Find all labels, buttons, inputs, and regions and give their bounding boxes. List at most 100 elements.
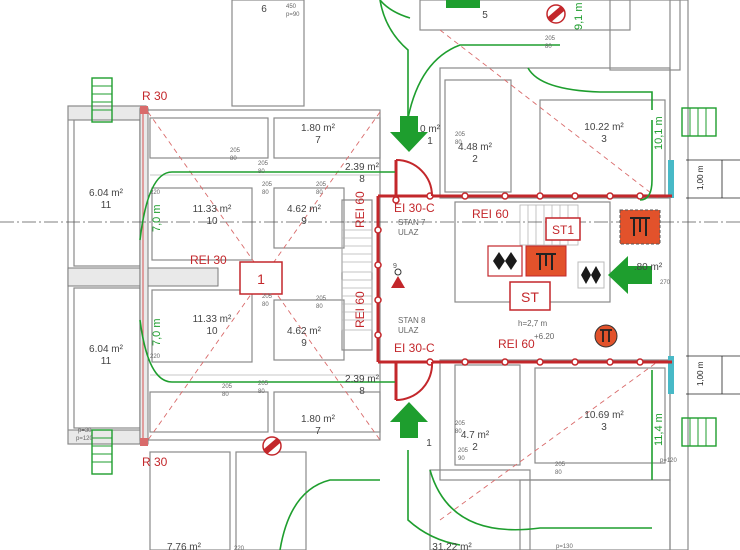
level-note: +6.20: [534, 332, 555, 341]
exterior-stair-right-top: [681, 107, 717, 137]
dimension-note: 270: [660, 280, 671, 286]
stair-box: 1: [239, 261, 283, 295]
apartment-entrance: ULAZ: [398, 228, 419, 237]
room-number: 1: [427, 136, 433, 147]
warning-triangle-icon: [391, 268, 405, 288]
room-area: 7.76 m²: [167, 542, 202, 550]
room-area: 10.69 m²: [584, 410, 624, 421]
fire-rating-label: REI 30: [190, 253, 227, 267]
hydrant-icon: [619, 209, 661, 245]
room-area: 0 m²: [420, 124, 441, 135]
fire-rating-label: REI 60: [353, 191, 367, 228]
room-area: 11.33 m²: [193, 314, 232, 325]
door-label-height: 205: [262, 182, 273, 188]
door-label-width: 80: [262, 190, 269, 196]
door-label-height: 205: [258, 381, 269, 387]
room-number: 2: [472, 442, 478, 453]
door-label-width: 80: [455, 140, 462, 146]
st-box: ST: [509, 281, 551, 311]
room-area: 2.39 m²: [345, 162, 380, 173]
door-label-height: 205: [545, 36, 556, 42]
room-number: 7: [315, 426, 321, 437]
fire-rating-label: EI 30-C: [394, 341, 435, 355]
dimension-lines: [686, 159, 740, 395]
room-number: 3: [601, 134, 607, 145]
room-area: 1.80 m²: [301, 414, 336, 425]
room-area: 10.22 m²: [584, 122, 624, 133]
exterior-stair-top-left: [91, 77, 113, 123]
door-label-width: 80: [262, 302, 269, 308]
room-area: 1.80 m²: [301, 123, 336, 134]
walls: [67, 0, 717, 550]
dimension-label: 1,00 m: [696, 165, 705, 190]
room-number: 5: [482, 10, 488, 21]
room-number: 8: [359, 386, 365, 397]
dimension-note: 220: [150, 190, 161, 196]
door-label-width: 80: [316, 304, 323, 310]
room-area: 2.39 m²: [345, 374, 380, 385]
evacuation-routes: [139, 0, 653, 550]
marker-label: 9: [393, 263, 397, 270]
door-label-height: 205: [316, 182, 327, 188]
fire-rating-label: R 30: [142, 455, 168, 469]
room-number: 11: [101, 356, 112, 367]
exit-arrow-icon: [390, 116, 428, 152]
extinguisher-icon: [546, 4, 566, 24]
room-number: 10: [206, 326, 218, 337]
exterior-stair-bottom-left: [91, 429, 113, 475]
evacuation-distance: 10,1 m: [653, 116, 665, 150]
dimension-note: 220: [150, 354, 161, 360]
room-number: 1: [426, 438, 432, 449]
dimension-note: p=120: [76, 436, 94, 442]
balcony-edge: [668, 356, 674, 394]
door-label-height: 205: [258, 161, 269, 167]
evacuation-distance: 7,0 m: [151, 204, 163, 232]
door-label-width: 80: [316, 190, 323, 196]
stair-box-label: 1: [257, 271, 265, 287]
room-number: 7: [315, 135, 321, 146]
fire-rating-label: REI 60: [472, 207, 509, 221]
door-label-height: 205: [455, 421, 466, 427]
room-area: 11.33 m²: [193, 204, 232, 215]
fire-compartment: [140, 106, 672, 446]
fire-rating-label: REI 60: [353, 291, 367, 328]
balcony-edge: [668, 160, 674, 198]
room-area: 4.48 m²: [458, 142, 493, 153]
door-label-width: 80: [222, 392, 229, 398]
room-number: 3: [601, 422, 607, 433]
exit-arrow-icon: [608, 256, 652, 294]
dimension-note: p=90: [286, 12, 300, 18]
dimension-label: 1,00 m: [696, 361, 705, 386]
room-area: 7.76 m²: [247, 0, 282, 3]
fire-rating-label: R 30: [142, 89, 168, 103]
height-note: h=2,7 m: [518, 319, 547, 328]
dimension-note: 220: [234, 546, 245, 550]
evacuation-distance: 7,0 m: [151, 318, 163, 346]
exit-sign-icon: [446, 0, 480, 8]
room-number: 10: [206, 216, 218, 227]
exit-sign-icon: [487, 245, 523, 277]
construction-lines: [147, 29, 661, 521]
door-label-width: 80: [258, 169, 265, 175]
room-area: 6.04 m²: [89, 344, 124, 355]
door-label-height: 205: [316, 296, 327, 302]
dimension-note: p=30: [78, 428, 92, 434]
room-number: 9: [301, 216, 307, 227]
door-label-height: 205: [262, 294, 273, 300]
fire-rating-label: EI 30-C: [394, 201, 435, 215]
exit-sign-icon: [577, 261, 605, 289]
st1-box-label: ST1: [552, 223, 574, 237]
door-label-width: 80: [545, 44, 552, 50]
dimension-note: p=130: [556, 544, 574, 550]
dimension-note: p=120: [660, 458, 678, 464]
door-label-width: 80: [258, 389, 265, 395]
room-number: 9: [301, 338, 307, 349]
extinguisher-icon: [262, 436, 282, 456]
room-number: 2: [472, 154, 478, 165]
st-box-label: ST: [521, 289, 539, 305]
door-label-width: 90: [458, 456, 465, 462]
stair-icon: [341, 221, 373, 331]
